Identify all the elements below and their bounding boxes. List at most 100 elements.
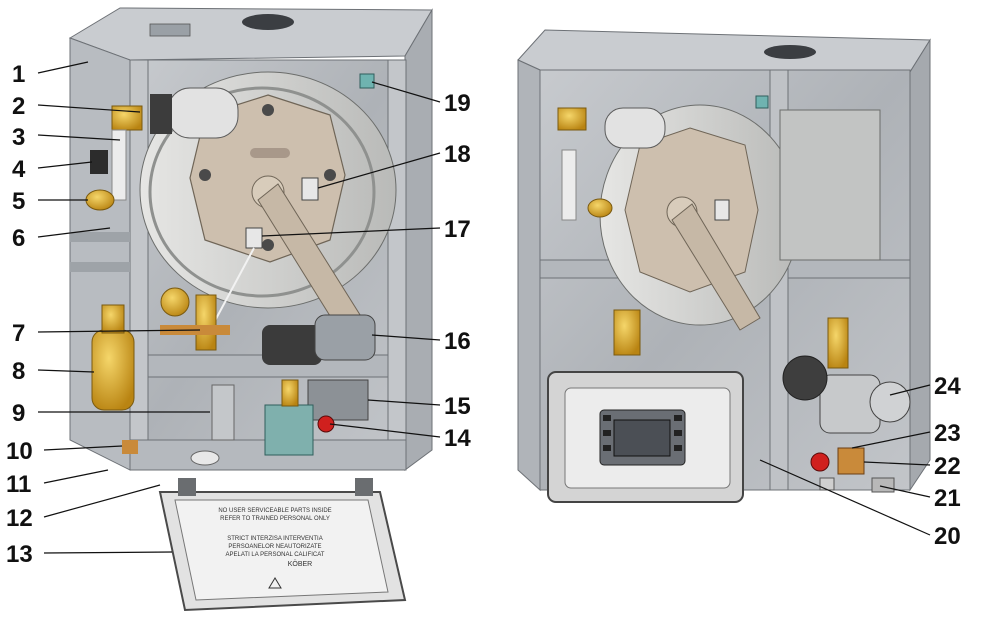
callout-22: 22 [934, 453, 961, 480]
side-rail-lower [70, 262, 130, 272]
callout-7: 7 [12, 320, 25, 347]
copper-fitting-10 [122, 440, 138, 454]
pump-motor [314, 314, 376, 361]
top-plate [149, 23, 191, 37]
condensate-pipe [211, 384, 235, 441]
circulation-pump-body [262, 325, 322, 365]
callout-13: 13 [6, 541, 33, 568]
right-side-frame [404, 8, 433, 471]
electrode-wire [209, 247, 255, 331]
callout-6: 6 [12, 225, 25, 252]
right-left-side [517, 59, 541, 492]
display-button-2 [603, 430, 611, 436]
burner-bolt-4 [199, 169, 211, 181]
expansion-vessel [91, 329, 135, 411]
right-fan-motor [604, 107, 666, 149]
plate-text-line2: REFER TO TRAINED PERSONAL ONLY [220, 516, 330, 522]
control-panel-inner [174, 499, 389, 601]
right-boiler-unit [517, 29, 931, 503]
ignition-electrode [301, 177, 319, 201]
display-button-4 [674, 415, 682, 421]
plate-text-line5: APELATI LA PERSONAL CALIFICAT [226, 552, 325, 558]
fan-motor-cap [150, 94, 172, 134]
callout-1: 1 [12, 61, 25, 88]
flow-sensor [281, 379, 299, 407]
display-button-3 [603, 445, 611, 451]
callout-21: 21 [934, 485, 961, 512]
callout-18: 18 [444, 141, 471, 168]
automatic-air-vent [101, 304, 125, 334]
warning-triangle-icon [268, 577, 282, 589]
callout-4: 4 [12, 156, 26, 183]
flue-opening [242, 14, 294, 30]
callout-17: 17 [444, 216, 471, 243]
brass-fitting-5 [85, 189, 115, 211]
burner-bolt-2 [324, 169, 336, 181]
callout-3: 3 [12, 124, 25, 151]
gas-valve [264, 404, 314, 456]
callout-2: 2 [12, 93, 25, 120]
teal-sensor-clip [359, 73, 375, 89]
brass-elbow-top [111, 105, 143, 131]
callout-23: 23 [934, 420, 961, 447]
right-flue-opening [764, 45, 816, 59]
drain-cap [190, 450, 220, 466]
right-drain-stub-2 [871, 477, 895, 493]
callout-24: 24 [934, 373, 961, 400]
brass-valve-7 [195, 294, 217, 351]
front-post-right [387, 59, 407, 471]
drum-rim [148, 86, 376, 298]
plate-text-line1: NO USER SERVICEABLE PARTS INSIDE [218, 508, 331, 514]
right-red-sensor [810, 452, 830, 472]
right-pump-head [869, 381, 911, 423]
callout-11: 11 [6, 471, 31, 498]
callout-15: 15 [444, 393, 471, 420]
right-drum-side [779, 109, 881, 261]
callout-16: 16 [444, 328, 471, 355]
plate-brand: KÖBER [288, 560, 313, 568]
display-button-1 [603, 415, 611, 421]
right-white-pipe [561, 149, 577, 221]
right-top-panel [517, 29, 931, 73]
callout-19: 19 [444, 90, 471, 117]
fan-grille [782, 355, 828, 401]
side-rail-upper [70, 232, 130, 242]
right-electrode [714, 199, 730, 221]
callout-10: 10 [6, 438, 33, 465]
plate-text-line4: PERSOANELOR NEAUTORIZATE [228, 544, 321, 550]
plate-text-line3: STRICT INTERZISA INTERVENTIA [227, 536, 322, 542]
hinge-right [355, 478, 373, 496]
callout-20: 20 [934, 523, 961, 550]
burner-slot [250, 148, 290, 158]
right-brass-fitting [587, 198, 613, 218]
right-brass-tube [827, 317, 849, 369]
top-panel [68, 7, 433, 61]
callout-8: 8 [12, 358, 25, 385]
ionization-electrode [245, 227, 263, 249]
left-boiler-unit: NO USER SERVICEABLE PARTS INSIDE REFER T… [68, 7, 433, 612]
display-screen [613, 419, 671, 457]
hinge-left [178, 478, 196, 496]
burner-bolt-1 [262, 104, 274, 116]
drain-valve [90, 150, 108, 174]
callout-9: 9 [12, 400, 25, 427]
display-button-5 [674, 430, 682, 436]
secondary-exchanger [307, 379, 369, 421]
safety-valve-gauge [160, 287, 190, 317]
right-teal-clip [755, 95, 769, 109]
callout-14: 14 [444, 425, 471, 452]
right-right-side [909, 38, 931, 492]
white-pipe-left [111, 129, 127, 201]
callout-numbers: 1 2 3 4 5 6 7 8 9 10 11 12 13 19 18 17 1… [6, 61, 961, 568]
right-copper-valve [837, 447, 865, 475]
burner-bolt-3 [262, 239, 274, 251]
callout-12: 12 [6, 505, 33, 532]
right-brass-elbow [557, 107, 587, 131]
display-button-6 [674, 445, 682, 451]
callout-5: 5 [12, 188, 25, 215]
right-gas-pipe [671, 203, 761, 331]
right-air-vent [613, 309, 641, 356]
leader-lines [37, 61, 931, 554]
fan-motor [167, 87, 239, 139]
